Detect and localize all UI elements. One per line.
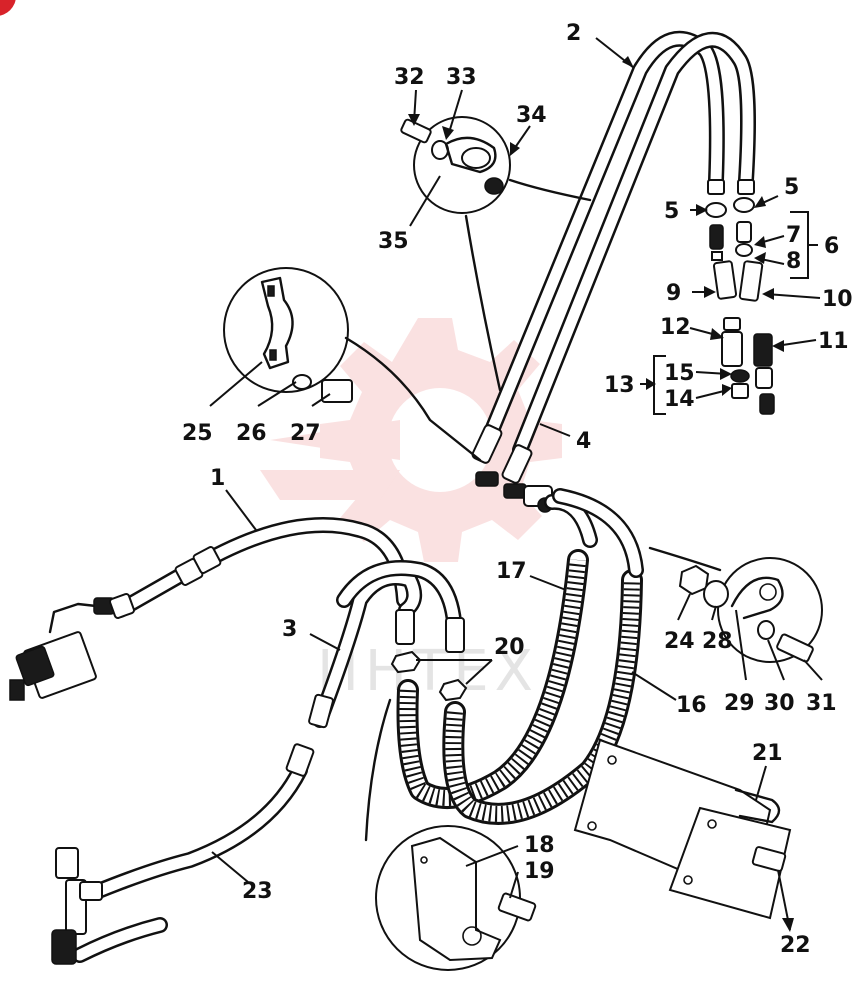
- callout-31: 31: [806, 691, 837, 716]
- callout-33: 33: [446, 65, 477, 90]
- callout-13: 13: [604, 373, 635, 398]
- callout-6: 6: [824, 234, 839, 259]
- callout-19: 19: [524, 859, 555, 884]
- callout-20: 20: [494, 635, 525, 660]
- callout-11: 11: [818, 329, 849, 354]
- callout-8: 8: [786, 249, 801, 274]
- tube-assembly-2: [480, 30, 756, 458]
- callout-32: 32: [394, 65, 425, 90]
- callout-27: 27: [290, 421, 321, 446]
- callout-5b: 5: [784, 175, 799, 200]
- callout-1: 1: [210, 466, 225, 491]
- callout-2: 2: [566, 21, 581, 46]
- solenoid-valve: [9, 593, 135, 701]
- detail-fittings-24-31: [648, 546, 823, 663]
- adapter-12: [721, 317, 743, 367]
- callout-35: 35: [378, 229, 409, 254]
- callout-labels: 1 2 3 4 5 5 6 7 8 9 10 11 12 13 14 15 16…: [182, 21, 853, 958]
- fitting-stack-left: [705, 179, 738, 300]
- callout-16: 16: [676, 693, 707, 718]
- callout-10: 10: [822, 287, 853, 312]
- mounting-plate-21: [573, 738, 792, 920]
- callout-14: 14: [664, 387, 695, 412]
- callout-5a: 5: [664, 199, 679, 224]
- callout-12: 12: [660, 315, 691, 340]
- fitting-stack-right: [733, 179, 764, 302]
- nuts-20: [390, 650, 468, 702]
- hose-23: [51, 743, 315, 965]
- callout-25: 25: [182, 421, 213, 446]
- tee-fittings-4: [471, 424, 553, 513]
- callout-26: 26: [236, 421, 267, 446]
- callout-4: 4: [576, 429, 591, 454]
- callout-34: 34: [516, 103, 547, 128]
- callout-28: 28: [702, 629, 733, 654]
- callout-18: 18: [524, 833, 555, 858]
- callout-29: 29: [724, 691, 755, 716]
- detail-bracket-18-19: [364, 698, 537, 971]
- callout-24: 24: [664, 629, 695, 654]
- callout-23: 23: [242, 879, 273, 904]
- callout-3: 3: [282, 617, 297, 642]
- corner-mark: [0, 0, 16, 16]
- seal-14-15: [730, 369, 750, 399]
- callout-15: 15: [664, 361, 695, 386]
- callout-21: 21: [752, 741, 783, 766]
- callout-9: 9: [666, 281, 681, 306]
- callout-30: 30: [764, 691, 795, 716]
- callout-17: 17: [496, 559, 527, 584]
- callout-7: 7: [786, 223, 801, 248]
- callout-22: 22: [780, 933, 811, 958]
- leader-lines: [209, 37, 823, 932]
- corrugated-hoses: [396, 488, 644, 825]
- detail-bracket-25-27: [223, 267, 482, 462]
- adapter-11: [753, 333, 775, 415]
- hose-3: [308, 560, 465, 729]
- detail-clamp-32-35: [400, 116, 592, 392]
- watermark-logo: [260, 318, 562, 562]
